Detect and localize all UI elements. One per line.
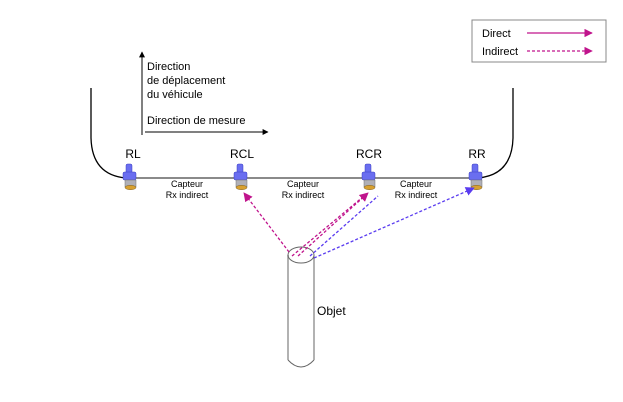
- segment-2-line2: Rx indirect: [282, 190, 325, 200]
- object-cylinder: [287, 246, 315, 368]
- segment-3-line1: Capteur: [400, 179, 432, 189]
- indirect-path-from-rcr: [309, 195, 379, 257]
- legend-box: [471, 19, 607, 63]
- direct-path-tx: [291, 195, 365, 257]
- segment-2-line1: Capteur: [287, 179, 319, 189]
- legend: Direct Indirect: [471, 19, 607, 63]
- indirect-path-to-rr: [313, 187, 475, 259]
- legend-indirect-label: Indirect: [482, 46, 518, 58]
- bumper-right-corner: [477, 88, 514, 179]
- segment-3-line2: Rx indirect: [395, 190, 438, 200]
- sensor-label-rcl: RCL: [230, 147, 254, 161]
- sensor-label-rcr: RCR: [356, 147, 382, 161]
- object-label: Objet: [317, 304, 346, 318]
- sensor-label-rl: RL: [125, 147, 141, 161]
- direct-path-rx: [297, 192, 369, 257]
- legend-direct-label: Direct: [482, 28, 511, 40]
- segment-1-line2: Rx indirect: [166, 190, 209, 200]
- vehicle-direction-line2: de déplacement: [147, 75, 225, 87]
- sensor-rcl: [233, 163, 248, 190]
- indirect-path-to-rcl: [243, 192, 290, 253]
- sensor-rcr: [361, 163, 376, 190]
- segment-1-line1: Capteur: [171, 179, 203, 189]
- vehicle-direction-line3: du véhicule: [147, 89, 203, 101]
- vehicle-direction-line1: Direction: [147, 61, 190, 73]
- measure-direction-label: Direction de mesure: [147, 115, 245, 127]
- bumper-left-corner: [90, 88, 127, 179]
- sensor-label-rr: RR: [468, 147, 486, 161]
- sensor-rl: [122, 163, 137, 190]
- sensor-rr: [468, 163, 483, 190]
